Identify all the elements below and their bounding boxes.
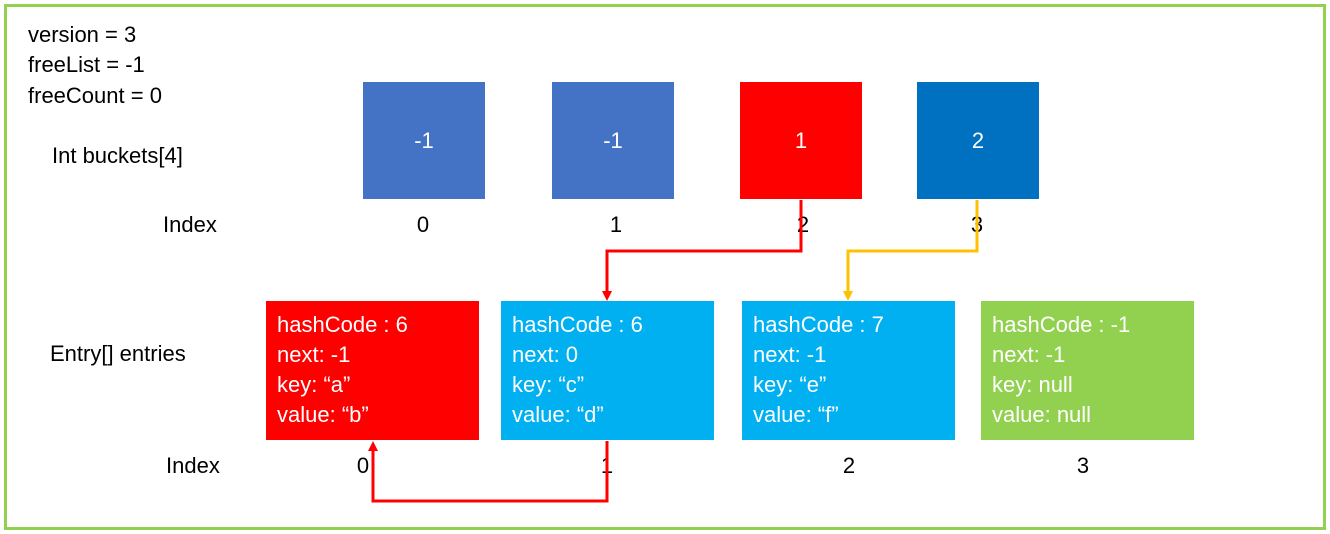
entry-value: value: “f” [753, 402, 839, 427]
buckets-index-label: Index [163, 212, 217, 237]
entry-index: 0 [356, 453, 370, 478]
freelist-label: freeList = -1 [28, 52, 145, 77]
buckets-label: Int buckets[4] [52, 143, 183, 168]
entry-hashcode: hashCode : 6 [512, 312, 643, 337]
diagram-frame [4, 4, 1326, 530]
entry-card: hashCode : 6 next: -1 key: “a” value: “b… [266, 301, 479, 440]
entry-value: value: null [992, 402, 1092, 427]
bucket-cell: -1 [363, 82, 485, 199]
entry-next: next: 0 [512, 342, 579, 367]
entry-index: 3 [1076, 453, 1090, 478]
entry-value: value: “d” [512, 402, 604, 427]
bucket-cell: -1 [552, 82, 674, 199]
entry-key: key: “c” [512, 372, 585, 397]
entry-next: next: -1 [992, 342, 1066, 367]
bucket-index: 0 [416, 212, 430, 237]
entry-key: key: “e” [753, 372, 827, 397]
entry-hashcode: hashCode : 6 [277, 312, 408, 337]
entry-hashcode: hashCode : 7 [753, 312, 884, 337]
entries-label: Entry[] entries [50, 341, 186, 366]
entries-index-label: Index [166, 453, 220, 478]
bucket-index: 3 [970, 212, 984, 237]
entry-key: key: “a” [277, 372, 351, 397]
bucket-index: 1 [609, 212, 623, 237]
entry-next: next: -1 [277, 342, 351, 367]
entry-card: hashCode : 7 next: -1 key: “e” value: “f… [742, 301, 955, 440]
entry-index: 2 [842, 453, 856, 478]
entry-card: hashCode : 6 next: 0 key: “c” value: “d” [501, 301, 714, 440]
entry-next: next: -1 [753, 342, 827, 367]
entry-key: key: null [992, 372, 1073, 397]
entry-card: hashCode : -1 next: -1 key: null value: … [981, 301, 1194, 440]
bucket-cell: 2 [917, 82, 1039, 199]
entry-value: value: “b” [277, 402, 369, 427]
bucket-cell: 1 [740, 82, 862, 199]
freecount-label: freeCount = 0 [28, 83, 162, 108]
version-label: version = 3 [28, 22, 137, 47]
entry-hashcode: hashCode : -1 [992, 312, 1131, 337]
entry-index: 1 [600, 453, 614, 478]
bucket-index: 2 [796, 212, 810, 237]
